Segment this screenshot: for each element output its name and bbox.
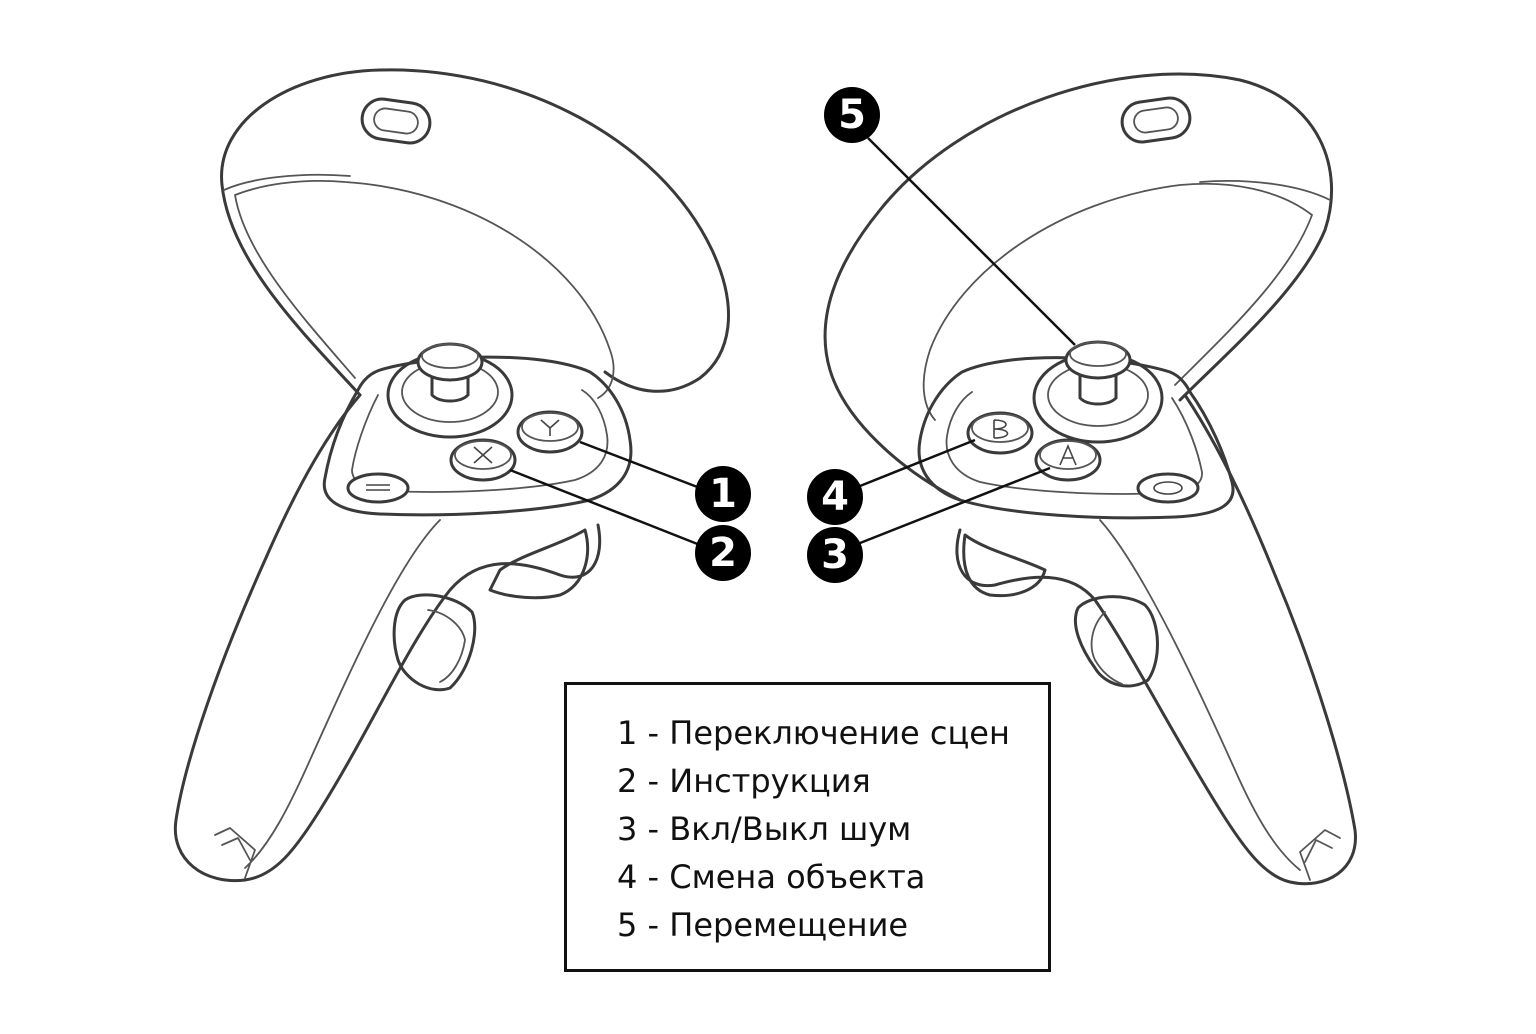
leader-4 [854,438,976,490]
leader-2 [509,468,701,547]
right-controller [823,72,1357,886]
oculus-logo-icon [1153,481,1183,495]
marker-5: 5 [824,87,880,143]
right-grip [955,393,1357,886]
leader-3 [854,466,1051,547]
left-thumbstick-stem [430,370,470,403]
right-trigger-inner [1090,611,1123,685]
left-grip-seam [244,519,441,869]
left-faceplate-inner [351,389,609,493]
marker-3-label: 3 [821,532,849,578]
right-faceplate-inner [945,391,1203,495]
right-grip-button [962,533,1047,598]
left-tracking-ring [220,68,730,397]
left-ring-bevel [223,173,351,191]
legend-item-2: 2 - Инструкция [617,762,871,800]
leader-lines [509,137,1076,547]
left-thumbstick-cap-top [421,343,479,369]
right-grip-bottom [1299,829,1341,881]
right-tracking-ring [823,72,1334,502]
left-ring-button-inner [373,107,419,135]
left-menu-button [346,472,410,504]
y-glyph-icon [540,419,560,436]
legend-list: 1 - Переключение сцен 2 - Инструкция 3 -… [567,685,1048,949]
right-thumbstick-stem [1078,370,1118,406]
marker-3: 3 [807,527,863,583]
left-y-button [516,410,584,454]
right-ring-button-inner [1133,106,1179,134]
right-grip-seam [1099,519,1301,871]
right-oculus-button [1136,472,1200,504]
marker-4-label: 4 [821,474,849,520]
marker-5-label: 5 [838,92,866,138]
right-grip-bottom-2 [1304,839,1333,863]
left-grip [173,393,602,883]
right-trigger [1073,595,1159,688]
left-controller [173,68,730,883]
marker-1: 1 [695,466,751,522]
b-glyph-icon [993,419,1009,439]
right-ring-inner [922,182,1313,421]
marker-4: 4 [807,469,863,525]
right-thumbstick-cap-top [1069,341,1127,367]
legend-item-3: 3 - Вкл/Выкл шум [617,810,912,848]
legend-item-4: 4 - Смена объекта [617,858,926,896]
left-ring-button [360,97,432,145]
left-grip-bottom [214,827,256,879]
right-b-button [966,411,1034,455]
leader-5 [867,137,1076,346]
marker-2-label: 2 [709,530,737,576]
legend-item-5: 5 - Перемещение [617,906,909,944]
left-trigger-inner [427,609,466,683]
left-grip-button [488,528,589,600]
marker-2: 2 [695,525,751,581]
leader-1 [579,440,701,490]
left-x-button [449,438,517,482]
x-glyph-icon [473,446,493,464]
right-ring-bevel [1199,180,1331,201]
menu-lines-icon [366,484,390,491]
right-a-button [1034,438,1102,482]
a-glyph-icon [1059,443,1077,466]
left-grip-bottom-2 [221,837,251,861]
left-ring-inner [234,179,615,399]
left-trigger [392,593,477,692]
legend-item-1: 1 - Переключение сцен [617,714,1010,752]
right-ring-button [1120,96,1192,144]
legend-box: 1 - Переключение сцен 2 - Инструкция 3 -… [564,682,1051,972]
marker-1-label: 1 [709,471,737,517]
